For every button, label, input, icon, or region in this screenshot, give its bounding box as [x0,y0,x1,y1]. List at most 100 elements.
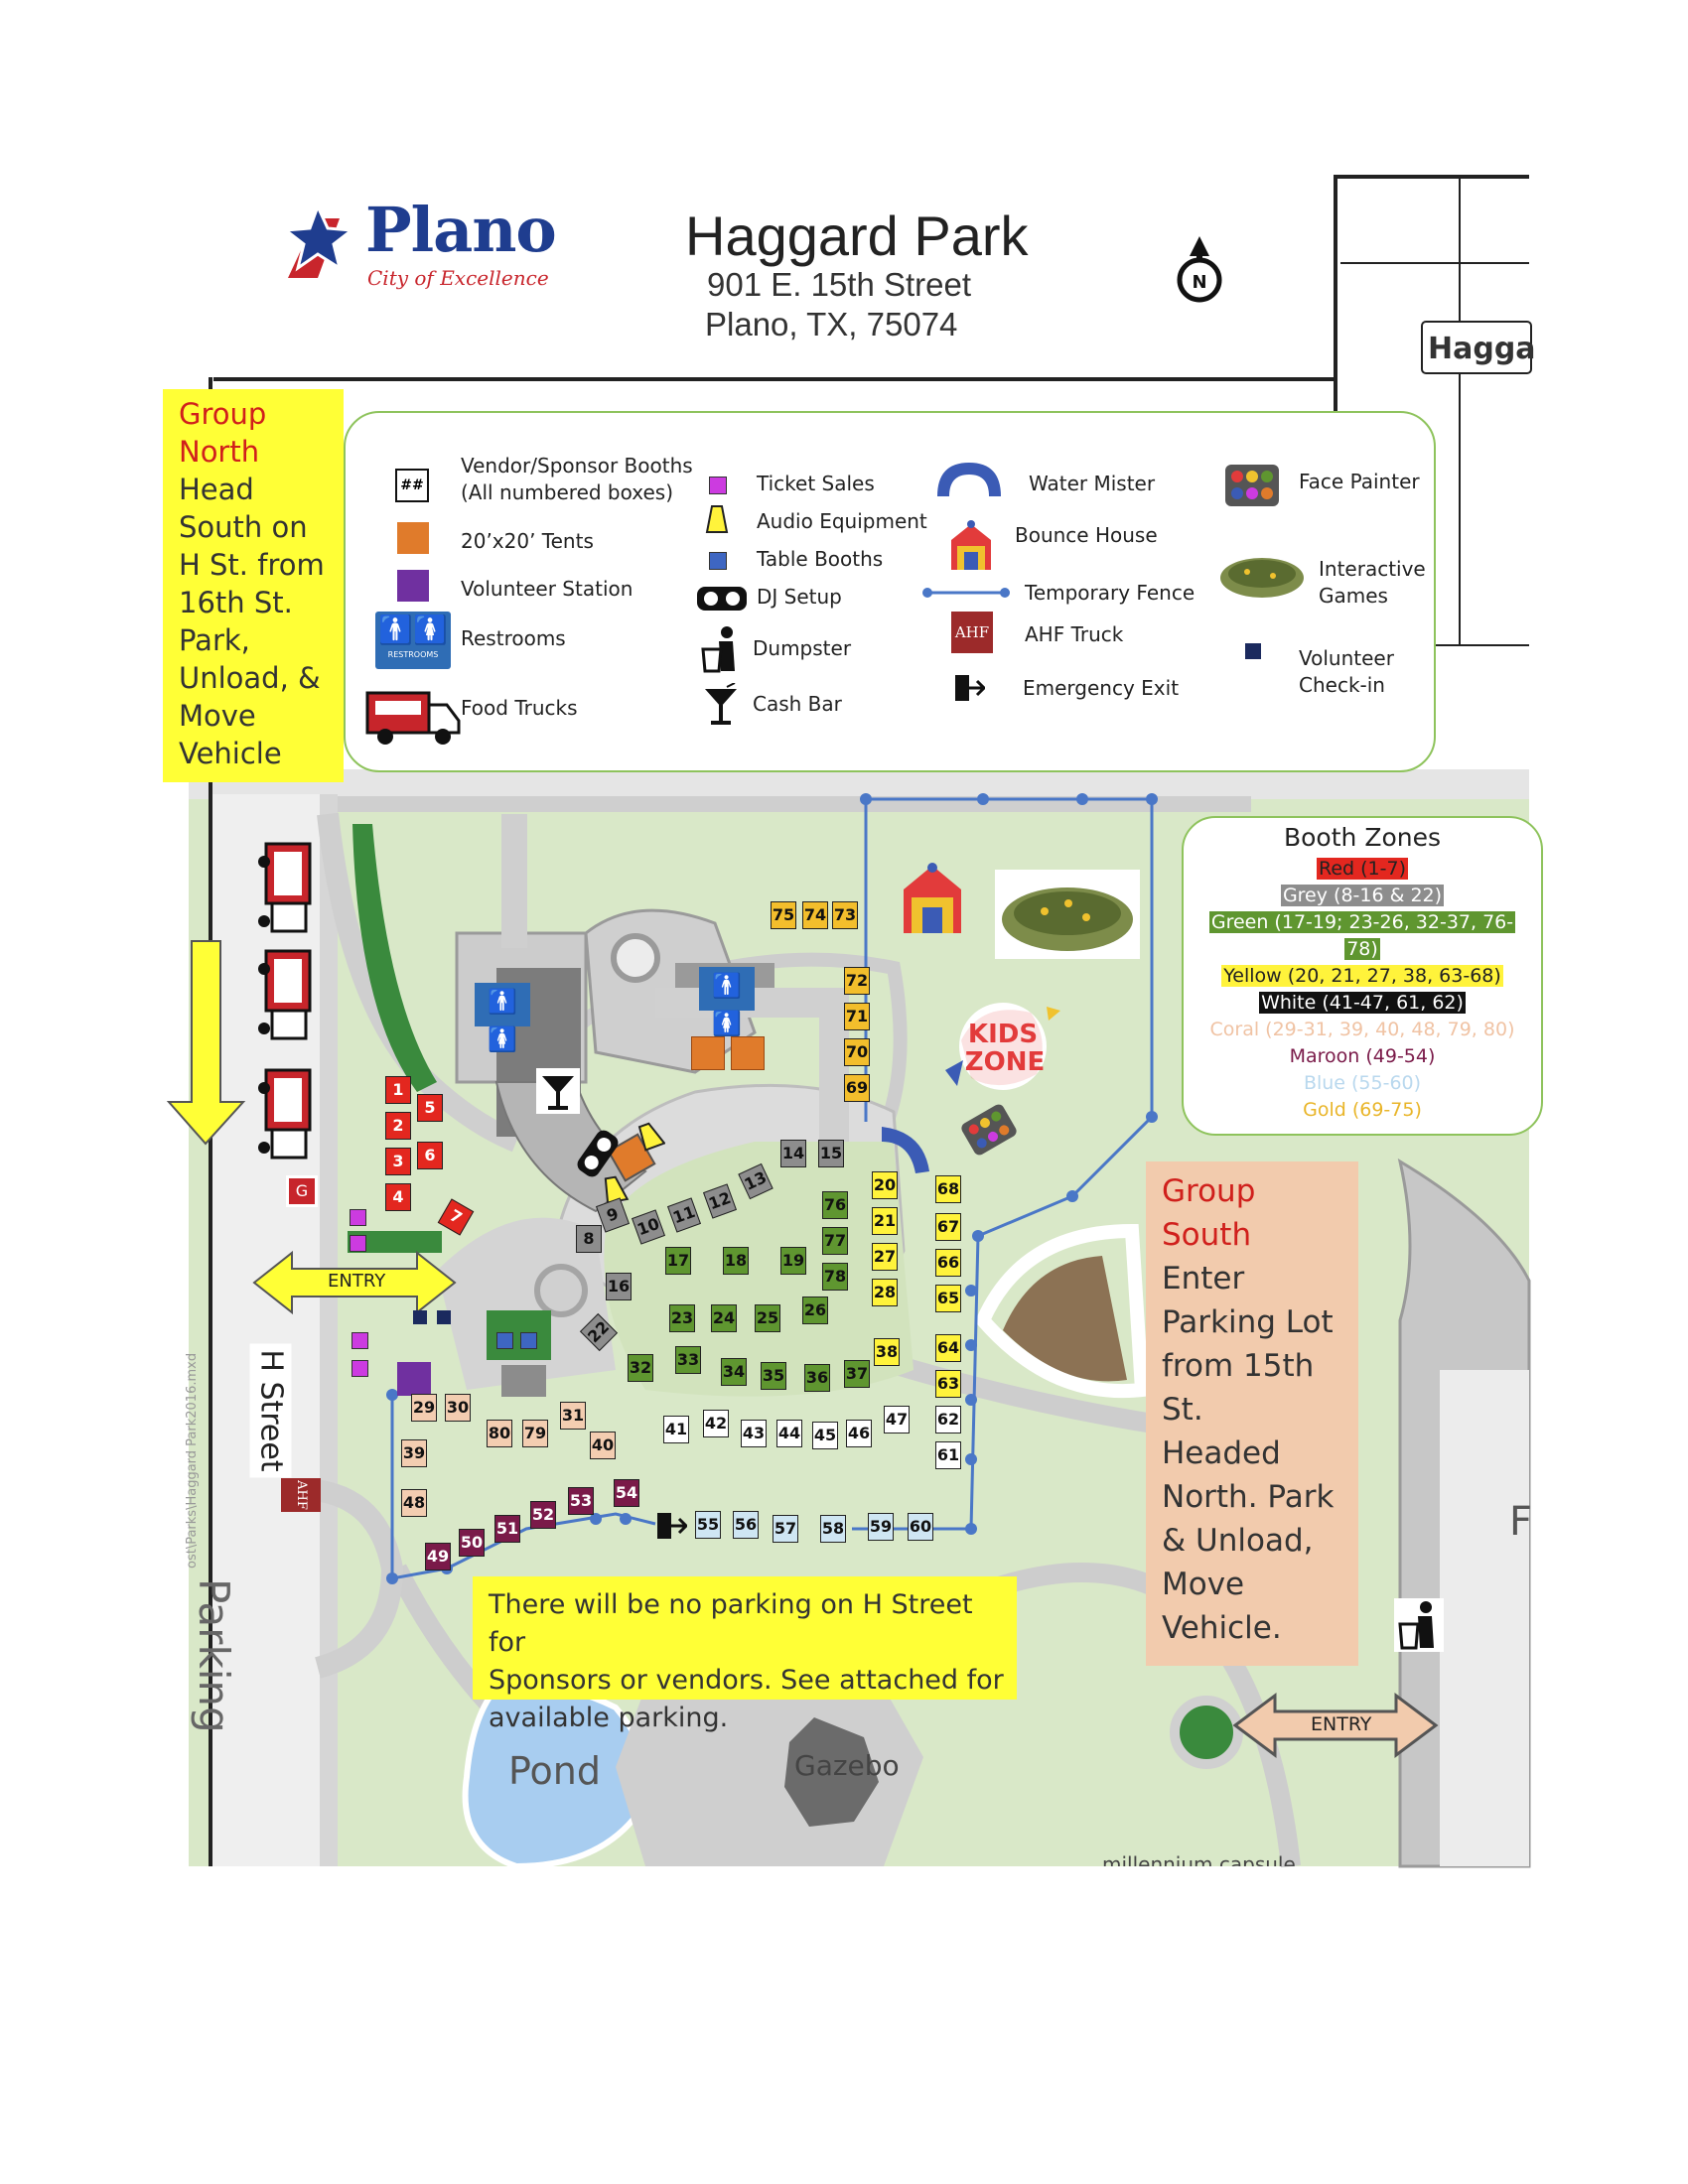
booth-box: 80 [487,1420,512,1447]
booth-box: 61 [935,1441,961,1469]
ticket-sales-marker [352,1332,368,1349]
logo-tagline: City of Excellence [367,266,549,290]
booth-box: 31 [560,1402,586,1430]
booth-box: 35 [761,1362,786,1390]
group-south-line: Parking Lot [1162,1304,1334,1340]
group-south-line: St. [1162,1392,1203,1428]
booth-zone-entry: 78) [1184,936,1541,963]
booth-box: 79 [522,1420,548,1447]
group-north-note: Group North Head South on H St. from 16t… [163,389,344,782]
booth-box: 25 [755,1304,780,1332]
booth-zone-entry: Red (1-7) [1184,856,1541,883]
legend-volunteer-station: Volunteer Station [461,577,633,601]
booth-zone-text: Green (17-19; 23-26, 32-37, 76- [1208,911,1516,933]
parking-label: Parking [190,1578,238,1733]
group-north-line: Unload, & [179,661,321,695]
north-street-band [189,769,1529,799]
emergency-exit-icon [955,675,985,701]
bounce-house-icon [951,520,991,570]
plaza-west [437,1217,616,1390]
booth-box: 78 [822,1263,848,1291]
parking-note-line: available parking. [489,1703,729,1733]
booth-zone-entry: Green (17-19; 23-26, 32-37, 76- [1184,909,1541,936]
booth-box: 28 [872,1279,898,1306]
ticket-sales-marker [350,1235,366,1252]
baseball-outfield [974,1223,1150,1399]
kids-zone-line-2: ZONE [965,1047,1045,1077]
file-path-label: ost\Parks\Haggard Park2016.mxd [185,1352,200,1569]
booth-box: 24 [711,1304,737,1332]
legend-vendor-booths-sub: (All numbered boxes) [461,480,673,504]
parking-note-line: Sponsors or vendors. See attached for [489,1665,1004,1696]
audio-equipment-icon [705,505,729,533]
group-north-line: Park, [179,623,250,657]
booth-box: 47 [884,1406,910,1433]
booth-box: 62 [935,1406,961,1433]
booth-zone-text: Blue (55-60) [1303,1072,1422,1094]
group-north-line: 16th St. [179,586,293,619]
booth-zone-entry: Yellow (20, 21, 27, 38, 63-68) [1184,963,1541,990]
booth-box: 72 [844,967,870,995]
group-south-line: Vehicle. [1162,1610,1282,1646]
north-arrow-down [166,940,246,1146]
booth-zones-title: Booth Zones [1283,823,1441,852]
kids-zone-line-1: KIDS [968,1020,1038,1049]
booth-box: 29 [411,1394,437,1422]
booth-box: 55 [695,1511,721,1539]
water-mister-icon [937,463,1001,496]
baseball-infield [1003,1256,1127,1382]
audio-equipment-icon [604,1175,630,1204]
group-north-heading-1: Group [179,397,267,431]
booth-box: 77 [822,1227,848,1255]
map-ahf-truck-label: AHF [281,1478,321,1512]
booth-box: 57 [773,1515,798,1543]
group-north-heading-2: North [179,435,260,469]
restroom-icon: 🚹🚺 RESTROOMS [375,612,451,669]
dj-setup-icon [577,1130,619,1177]
group-south-heading-1: Group [1162,1173,1256,1209]
legend-volunteer-checkin-1: Volunteer [1299,646,1394,670]
interactive-games-icon [995,870,1140,959]
map-top-frame [213,377,1337,412]
booth-box: 4 [385,1183,411,1211]
booth-box: 50 [459,1529,485,1557]
ticket-sales-icon [709,477,727,494]
bottom-cut-label: millennium capsule [1102,1852,1296,1866]
restroom-marker: 🚹🚺 [475,983,530,1053]
table-booth-marker [496,1332,513,1349]
cash-bar-icon [536,1068,580,1114]
booth-box: 3 [385,1148,411,1175]
booth-zone-text: Yellow (20, 21, 27, 38, 63-68) [1221,965,1503,987]
legend-water-mister: Water Mister [1029,472,1156,495]
hedge-west [352,824,437,1092]
legend-audio-equipment: Audio Equipment [757,509,927,533]
restroom-marker: 🚹🚺 [699,967,755,1037]
pond-label: Pond [508,1749,602,1793]
booth-box: 52 [530,1501,556,1529]
booth-zone-entry: Blue (55-60) [1184,1070,1541,1097]
volunteer-checkin-marker [413,1310,427,1324]
h-street-label: H Street [249,1343,292,1478]
dj-setup-icon [697,587,747,611]
booth-box: 1 [385,1076,411,1104]
svg-text:N: N [1192,272,1206,293]
parking-note-line: There will be no parking on H Street for [489,1589,973,1658]
booth-box: 69 [844,1074,870,1102]
dumpster-icon [1394,1598,1444,1652]
legend-tents: 20’x20’ Tents [461,529,594,553]
face-painter-icon [1225,465,1279,506]
booth-box: 66 [935,1249,961,1277]
booth-box: 15 [818,1140,844,1167]
booth-box: 76 [822,1191,848,1219]
group-south-line: from 15th [1162,1348,1315,1384]
inset-label-box [1421,321,1532,374]
pond [462,1682,650,1870]
booth-zone-entry: Maroon (49-54) [1184,1043,1541,1070]
booth-zone-entry: White (41-47, 61, 62) [1184,990,1541,1017]
food-truck-icon [258,842,312,933]
food-truck-icon [365,691,461,745]
legend-interactive-games-1: Interactive [1319,557,1426,581]
booth-zone-text: Gold (69-75) [1303,1099,1422,1121]
booth-zone-text: 78) [1344,938,1380,960]
